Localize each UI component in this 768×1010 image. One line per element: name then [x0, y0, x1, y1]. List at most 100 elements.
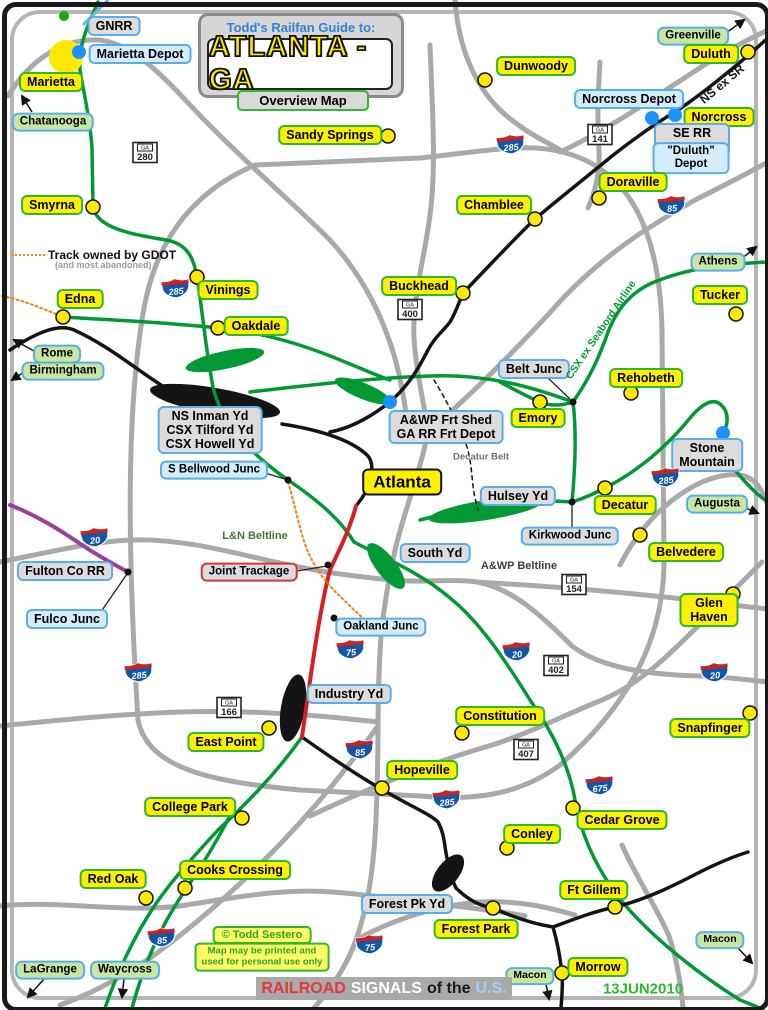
- legend-gdot-subtext: (and most abandoned): [55, 260, 152, 270]
- road: [585, 59, 603, 211]
- map-label-conley: Conley: [503, 824, 561, 844]
- map-label-chatanooga: Chatanooga: [11, 112, 95, 132]
- map-label-buckhead: Buckhead: [381, 276, 457, 296]
- offmap-arrow: [12, 338, 35, 352]
- svg-text:407: 407: [518, 749, 534, 760]
- map-label-augusta: Augusta: [686, 494, 748, 514]
- map-label-east-point: East Point: [187, 732, 265, 752]
- map-label-waycross: Waycross: [90, 960, 160, 980]
- offmap-arrow: [20, 94, 33, 113]
- map-label-joint-trackage: Joint Trackage: [200, 562, 298, 582]
- depot-dot: [72, 45, 86, 59]
- interstate-shield-85: 85: [344, 738, 377, 767]
- svg-text:GA: GA: [596, 128, 604, 134]
- interstate-shield-85: 85: [146, 926, 179, 955]
- city-dot: [728, 306, 744, 322]
- page-title: ATLANTA - GA: [208, 30, 368, 97]
- place-spot: [59, 11, 69, 21]
- interstate-shield-285: 285: [431, 788, 464, 817]
- svg-text:85: 85: [157, 935, 169, 946]
- interstate-shield-285: 285: [160, 277, 193, 306]
- rail-yard-green: [335, 377, 391, 405]
- map-label-marietta: Marietta: [19, 72, 83, 92]
- copyright-author: © Todd Sestero: [212, 926, 312, 944]
- svg-text:85: 85: [667, 203, 679, 214]
- rail-yard-black: [431, 854, 465, 892]
- map-label-s-bellwood-junc: S Bellwood Junc: [159, 460, 269, 480]
- svg-text:GA: GA: [552, 659, 560, 665]
- city-dot: [374, 780, 390, 796]
- map-label-vinings: Vinings: [197, 280, 259, 300]
- map-label-kirkwood-junc: Kirkwood Junc: [520, 526, 620, 546]
- rail-red-joint: [300, 504, 358, 739]
- map-label-forest-pk-yd: Forest Pk Yd: [360, 894, 454, 914]
- map-label-macon-right: Macon: [695, 931, 745, 949]
- map-date: 13JUN2010: [602, 980, 684, 998]
- interstate-shield-20: 20: [79, 526, 112, 555]
- road: [474, 579, 768, 612]
- svg-text:85: 85: [355, 747, 367, 758]
- rail-purple-fulton: [8, 503, 130, 574]
- svg-text:166: 166: [221, 707, 237, 718]
- map-label-duluth-depot: "Duluth" Depot: [652, 142, 730, 174]
- rail-black-south: [300, 735, 565, 1010]
- svg-text:GA: GA: [406, 303, 414, 309]
- offmap-arrow: [737, 947, 754, 965]
- rail-yard-green: [185, 347, 265, 373]
- rail-green-belt-east: [248, 374, 575, 404]
- svg-text:20: 20: [89, 535, 101, 546]
- title-inner-plate: ATLANTA - GA: [207, 30, 393, 97]
- map-label-birmingham: Birmingham: [21, 361, 105, 381]
- interstate-shield-285: 285: [123, 661, 156, 690]
- map-label-marietta-depot: Marietta Depot: [88, 44, 192, 64]
- map-label-hulsey-yd: Hulsey Yd: [479, 486, 557, 506]
- interstate-shield-20: 20: [501, 640, 534, 669]
- map-label-inman-yards: NS Inman Yd CSX Tilford Yd CSX Howell Yd: [157, 406, 263, 454]
- map-label-rehobeth: Rehobeth: [609, 368, 683, 388]
- map-label-oakdale: Oakdale: [223, 316, 289, 336]
- city-dot: [740, 44, 756, 60]
- map-label-rome: Rome: [33, 344, 81, 364]
- banner-word: of the: [426, 979, 471, 997]
- map-label-doraville: Doraville: [598, 172, 668, 192]
- map-label-ft-gillem: Ft Gillem: [559, 880, 629, 900]
- city-dot: [485, 900, 501, 916]
- map-label-edna: Edna: [56, 289, 104, 309]
- map-label-dunwoody: Dunwoody: [496, 56, 576, 76]
- map-annotation-csx-seaboard: CSX ex Seabord Airline: [563, 278, 639, 382]
- depot-dot: [645, 111, 659, 125]
- city-dot: [138, 890, 154, 906]
- interstate-shield-675: 675: [584, 774, 617, 803]
- interstate-shield-75: 75: [354, 933, 387, 962]
- junction-dot: [284, 476, 292, 484]
- svg-text:285: 285: [130, 670, 148, 682]
- svg-text:GA: GA: [522, 743, 530, 749]
- road: [57, 723, 381, 1008]
- rail-green-emory: [498, 380, 577, 504]
- city-dot: [55, 309, 71, 325]
- city-dot: [234, 810, 250, 826]
- svg-text:20: 20: [709, 670, 721, 681]
- map-label-hopeville: Hopeville: [386, 760, 458, 780]
- map-label-cooks-crossing: Cooks Crossing: [179, 860, 291, 880]
- map-annotation-decatur-belt: Decatur Belt: [453, 451, 509, 463]
- offmap-arrow: [117, 978, 129, 1000]
- junction-dot: [324, 561, 332, 569]
- svg-text:402: 402: [548, 665, 564, 676]
- svg-text:675: 675: [592, 783, 609, 795]
- city-dot: [607, 899, 623, 915]
- map-annotation-ns-ex-sr: NS ex SR: [697, 61, 747, 107]
- rail-black-ftgillem: [551, 850, 750, 929]
- gdot-track-swatch: [12, 254, 45, 256]
- svg-text:75: 75: [346, 647, 358, 658]
- road: [619, 842, 686, 1010]
- map-label-constitution: Constitution: [455, 706, 545, 726]
- map-label-macon-bottom: Macon: [505, 967, 555, 985]
- interstate-shield-85: 85: [656, 194, 689, 223]
- map-annotation-awp-beltline: A&WP Beltline: [480, 560, 558, 572]
- svg-text:GA: GA: [141, 146, 149, 152]
